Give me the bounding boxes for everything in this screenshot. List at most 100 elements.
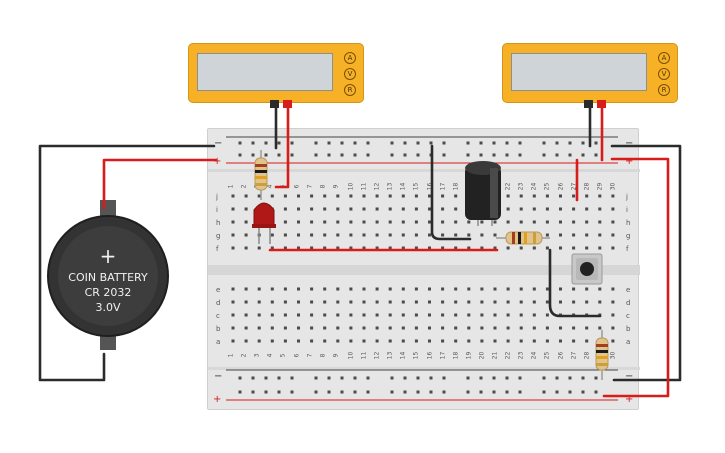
breadboard-hole: [493, 339, 497, 343]
breadboard-hole: [414, 233, 418, 237]
rail-hole: [568, 153, 572, 157]
rail-hole: [366, 141, 370, 145]
breadboard-hole: [231, 313, 235, 317]
bottom-rail-minus-left: −: [214, 371, 223, 382]
probe-connector: [270, 100, 279, 108]
battery-label-line2: CR 2032: [84, 286, 132, 299]
breadboard-hole: [559, 300, 562, 304]
rail-hole: [429, 390, 433, 394]
breadboard-hole: [585, 207, 589, 211]
breadboard-hole: [598, 233, 602, 237]
rail-hole: [264, 376, 268, 380]
breadboard-hole: [244, 339, 248, 343]
rail-hole: [568, 141, 572, 145]
rail-hole: [568, 390, 572, 394]
breadboard-hole: [401, 313, 405, 317]
breadboard-hole: [270, 233, 274, 237]
breadboard-hole: [310, 207, 314, 211]
rail-hole: [390, 376, 394, 380]
multimeter-left[interactable]: A V R: [188, 43, 364, 103]
rail-hole: [314, 390, 318, 394]
multimeter-ohmmeter-button[interactable]: R: [344, 84, 356, 96]
rail-hole: [505, 153, 509, 157]
rail-hole: [238, 376, 242, 380]
breadboard-hole: [493, 313, 497, 317]
breadboard-hole: [532, 207, 536, 211]
breadboard-hole: [283, 207, 287, 211]
breadboard[interactable]: [207, 128, 640, 410]
breadboard-hole: [270, 246, 274, 250]
breadboard-hole: [401, 220, 405, 224]
breadboard-hole: [297, 246, 300, 250]
rail-hole: [366, 153, 370, 157]
rail-hole: [542, 141, 546, 145]
breadboard-hole: [297, 339, 300, 343]
electrolytic-capacitor[interactable]: [465, 161, 501, 226]
breadboard-hole: [441, 339, 445, 343]
multimeter-right[interactable]: A V R: [502, 43, 678, 103]
breadboard-hole: [257, 194, 261, 198]
resistor-middle[interactable]: [496, 231, 550, 245]
breadboard-hole: [349, 313, 353, 317]
rail-hole: [340, 153, 344, 157]
rail-hole: [429, 141, 433, 145]
breadboard-hole: [585, 287, 589, 291]
breadboard-hole: [362, 233, 366, 237]
wire-meter-left-v: [274, 102, 290, 189]
breadboard-hole: [388, 300, 392, 304]
breadboard-hole: [336, 194, 340, 198]
breadboard-hole: [506, 287, 510, 291]
breadboard-hole: [323, 220, 327, 224]
breadboard-hole: [362, 300, 366, 304]
breadboard-hole: [611, 313, 615, 317]
rail-hole: [581, 376, 585, 380]
breadboard-hole: [244, 194, 248, 198]
breadboard-hole: [283, 194, 287, 198]
breadboard-hole: [480, 233, 484, 237]
breadboard-hole: [231, 300, 235, 304]
breadboard-hole: [506, 246, 510, 250]
row-letter: i: [626, 206, 628, 214]
push-button[interactable]: [571, 253, 603, 285]
resistor-bottom-right[interactable]: [595, 330, 609, 380]
breadboard-hole: [336, 339, 340, 343]
multimeter-voltmeter-button[interactable]: V: [658, 68, 670, 80]
rail-hole: [518, 390, 522, 394]
rail-hole: [251, 376, 255, 380]
breadboard-hole: [244, 300, 248, 304]
breadboard-hole: [231, 246, 235, 250]
rail-hole: [327, 153, 331, 157]
breadboard-hole: [375, 339, 379, 343]
multimeter-ammeter-button[interactable]: A: [344, 52, 356, 64]
rail-hole: [542, 376, 546, 380]
breadboard-hole: [480, 326, 484, 330]
breadboard-hole: [310, 339, 314, 343]
breadboard-hole: [519, 339, 523, 343]
breadboard-hole: [414, 339, 418, 343]
breadboard-hole: [388, 326, 392, 330]
breadboard-hole: [310, 233, 314, 237]
breadboard-hole: [428, 220, 431, 224]
breadboard-hole: [244, 233, 248, 237]
multimeter-ohmmeter-button[interactable]: R: [658, 84, 670, 96]
multimeter-voltmeter-button[interactable]: V: [344, 68, 356, 80]
breadboard-hole: [545, 220, 549, 224]
rail-hole: [290, 376, 294, 380]
rail-hole: [390, 141, 394, 145]
row-letter: i: [216, 206, 218, 214]
rail-hole: [555, 153, 559, 157]
rail-hole: [238, 390, 242, 394]
breadboard-hole: [519, 246, 523, 250]
breadboard-hole: [323, 246, 327, 250]
breadboard-hole: [585, 300, 589, 304]
coin-battery[interactable]: [44, 200, 174, 350]
breadboard-hole: [310, 194, 314, 198]
resistor-top-left[interactable]: [254, 150, 268, 200]
led-red[interactable]: [252, 202, 276, 244]
multimeter-ammeter-button[interactable]: A: [658, 52, 670, 64]
breadboard-hole: [493, 326, 497, 330]
breadboard-hole: [454, 313, 458, 317]
breadboard-hole: [519, 287, 523, 291]
